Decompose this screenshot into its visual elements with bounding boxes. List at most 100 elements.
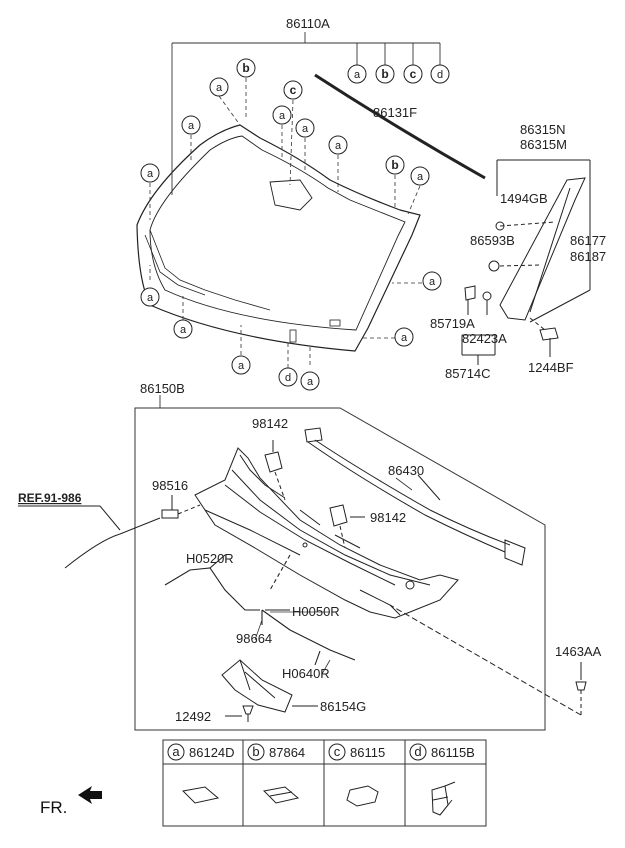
svg-text:d: d (285, 372, 291, 384)
label-86315m: 86315M (520, 137, 567, 152)
label-86593b: 86593B (470, 233, 515, 248)
label-h0520r: H0520R (186, 551, 234, 566)
callout-a: a (140, 287, 160, 307)
label-82423a: 82423A (462, 331, 507, 346)
part-icon-86115 (346, 785, 379, 807)
svg-text:d: d (437, 69, 443, 81)
windshield-glass (136, 124, 421, 352)
callout-a: a (295, 118, 315, 138)
callout-a: a (328, 135, 348, 155)
label-98516: 98516 (152, 478, 188, 493)
label-86150b: 86150B (140, 381, 185, 396)
label-98664: 98664 (236, 631, 272, 646)
windshield-molding (314, 73, 486, 180)
callout-b: b (385, 155, 405, 175)
svg-text:a: a (307, 376, 314, 388)
svg-text:a: a (147, 292, 154, 304)
washer-nozzles (264, 440, 365, 549)
label-86187: 86187 (570, 249, 606, 264)
callout-a: a (300, 371, 320, 391)
callout-b: b (236, 58, 256, 78)
svg-text:a: a (279, 110, 286, 122)
legend-letter: a (172, 744, 180, 759)
callout-d: d (278, 367, 298, 387)
svg-text:c: c (410, 67, 417, 81)
label-85719a: 85719A (430, 316, 475, 331)
svg-text:a: a (188, 120, 195, 132)
legend-entry-b: b 87864 (247, 743, 305, 761)
label-86177: 86177 (570, 233, 606, 248)
connector-98516 (18, 495, 201, 569)
svg-text:a: a (180, 324, 187, 336)
svg-text:b: b (391, 158, 398, 172)
weatherstrip (304, 427, 526, 566)
legend-entry-d: d 86115B (409, 743, 475, 761)
washer-hoses (164, 554, 356, 666)
legend-part-number: 87864 (269, 745, 305, 760)
cowl-boundary (134, 407, 546, 731)
label-86110a: 86110A (286, 16, 330, 31)
svg-text:a: a (147, 168, 154, 180)
callout-a: a (231, 355, 251, 375)
legend-table (162, 739, 487, 827)
label-86154g: 86154G (320, 699, 366, 714)
callout-a: a (140, 163, 160, 183)
svg-text:c: c (290, 83, 297, 97)
clip-1463aa (389, 604, 587, 716)
label-98142-top: 98142 (252, 416, 288, 431)
legend-part-number: 86115B (431, 745, 475, 760)
svg-text:a: a (302, 123, 309, 135)
legend-entry-c: c 86115 (328, 743, 385, 761)
label-h0640r: H0640R (282, 666, 330, 681)
front-label: FR. (40, 798, 67, 817)
legend-letter: c (334, 744, 341, 759)
pillar-trim (461, 159, 591, 365)
callout-b: b (375, 64, 395, 84)
legend-part-number: 86115 (350, 745, 385, 760)
label-85714c: 85714C (445, 366, 491, 381)
label-86131f: 86131F (373, 105, 417, 120)
legend-icons (181, 781, 456, 816)
callout-d: d (430, 64, 450, 84)
legend-entry-a: a 86124D (167, 743, 235, 761)
svg-text:a: a (401, 332, 408, 344)
callout-a: a (272, 105, 292, 125)
callout-c: c (283, 80, 303, 100)
svg-text:a: a (216, 82, 223, 94)
callouts: a b c d a b c a a a b a a a a a a d a a a (140, 58, 450, 391)
part-labels: 86110A 86131F 86315N 86315M 1494GB 86593… (18, 16, 606, 724)
label-86315n: 86315N (520, 122, 566, 137)
cowl-leaders (254, 477, 413, 675)
leader-lines-86110a (171, 32, 441, 195)
callout-a: a (181, 115, 201, 135)
cover-86154g (221, 659, 318, 722)
label-12492: 12492 (175, 709, 211, 724)
svg-text:b: b (242, 61, 249, 75)
label-1494gb: 1494GB (500, 191, 548, 206)
svg-text:a: a (429, 276, 436, 288)
label-1244bf: 1244BF (528, 360, 574, 375)
legend-letter: b (252, 744, 259, 759)
label-ref: REF.91-986 (18, 491, 82, 505)
part-icon-86124d (181, 786, 220, 804)
callout-a: a (422, 271, 442, 291)
cowl-panel (194, 447, 459, 619)
callout-c: c (403, 64, 423, 84)
svg-text:a: a (335, 140, 342, 152)
front-arrow-icon (78, 786, 102, 804)
part-icon-86115b (431, 785, 449, 816)
callout-a: a (347, 64, 367, 84)
svg-text:a: a (417, 171, 424, 183)
callout-a: a (410, 166, 430, 186)
label-h0050r: H0050R (292, 604, 340, 619)
svg-text:b: b (381, 67, 388, 81)
legend-part-number: 86124D (189, 745, 235, 760)
part-icon-87864 (262, 786, 300, 804)
svg-text:a: a (354, 69, 361, 81)
callout-a: a (209, 77, 229, 97)
callout-a: a (394, 327, 414, 347)
legend-letter: d (414, 744, 421, 759)
legend-entries: a 86124D b 87864 c 86115 d 86115B (167, 743, 475, 761)
front-direction: FR. (40, 786, 102, 817)
